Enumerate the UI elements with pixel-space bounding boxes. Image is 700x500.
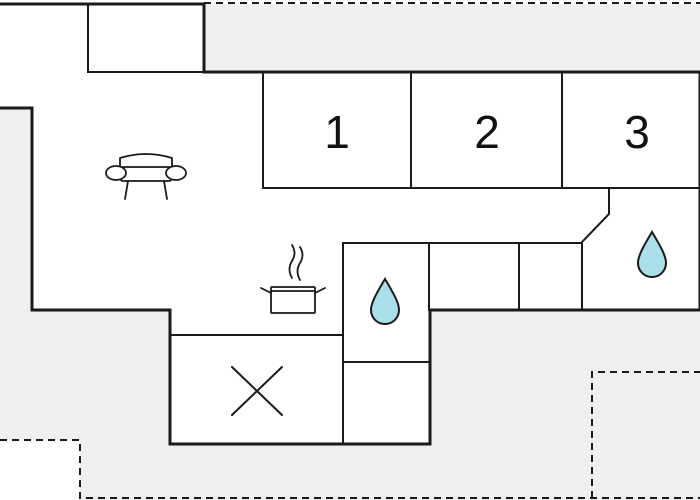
terrace-boundary-bottom-left	[0, 439, 700, 499]
exterior-area-top-right	[204, 4, 700, 72]
water-drop-icon	[636, 230, 668, 278]
bathroom-left-walls	[342, 242, 583, 445]
top-left-room-walls	[87, 3, 205, 73]
sofa-icon	[105, 153, 187, 200]
bedroom-1-label: 1	[324, 106, 350, 158]
terrace-boundary-bottom-right	[591, 371, 700, 498]
bedrooms: 1 2 3	[262, 71, 700, 311]
service-rooms	[169, 242, 583, 445]
cross-icon	[231, 366, 283, 416]
bedroom-block-walls	[262, 71, 610, 311]
bedroom-2-label: 2	[474, 106, 500, 158]
cooking-pot-icon	[260, 244, 326, 314]
water-drop-icon	[369, 277, 401, 325]
bedroom-3-label: 3	[624, 106, 650, 158]
